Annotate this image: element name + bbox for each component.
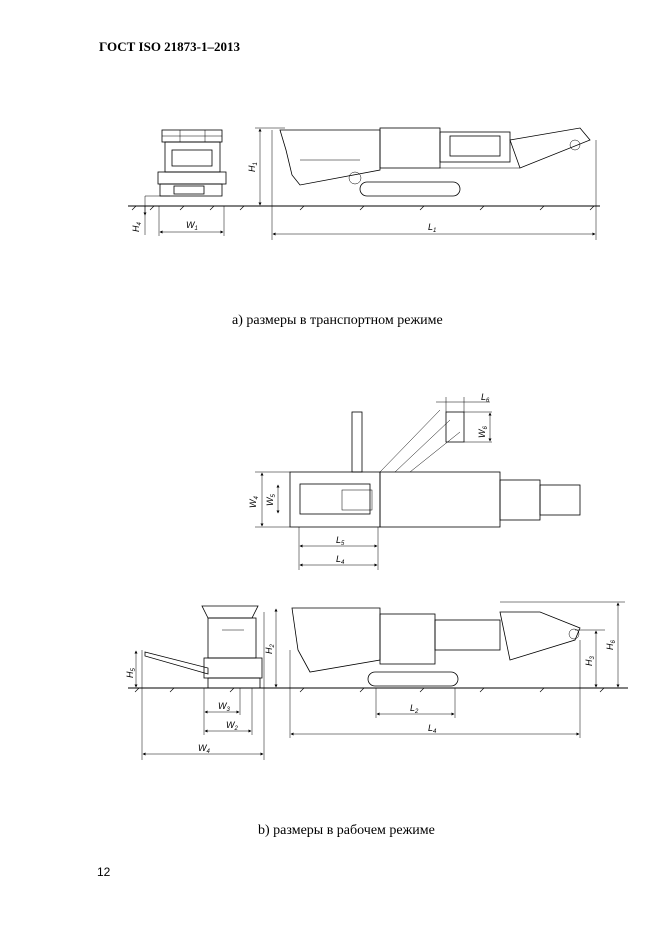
figure-b-elevation-labels: H5 H2 W3 W2 W4 L2 L4 H3 H6 [125, 640, 617, 756]
front-view-machine [157, 129, 227, 197]
figure-a-drawing [128, 127, 600, 240]
figure-b-caption: b) размеры в рабочем режиме [258, 823, 435, 838]
dim-label-W1: W1 [186, 220, 198, 232]
figure-a-caption: a) размеры в транспортном режиме [232, 313, 443, 328]
dim-label-L6: L6 [481, 392, 490, 404]
figure-a-labels: H4 W1 H1 L1 [131, 162, 436, 234]
figure-b-elevation [128, 601, 628, 760]
document-header: ГОСТ ISO 21873-1–2013 [99, 39, 241, 54]
dim-label-H5: H5 [125, 668, 137, 679]
page-number: 12 [97, 865, 111, 879]
dim-label-W4: W4 [198, 743, 211, 755]
dim-label-L5: L5 [336, 535, 345, 547]
dim-label-H6: H6 [605, 640, 617, 651]
dim-label-H2: H2 [264, 644, 276, 655]
dim-label-W3: W3 [218, 701, 231, 713]
dim-label-L4: L4 [428, 723, 437, 735]
dim-label-H3: H3 [584, 656, 596, 667]
dim-label-W5: W5 [265, 494, 277, 507]
dim-label-L2: L2 [410, 703, 419, 715]
dim-label-L4-plan: L4 [336, 554, 345, 566]
dim-label-H1: H1 [247, 162, 259, 172]
dim-label-W4-plan: W4 [248, 496, 260, 509]
figure-b-plan-view [255, 397, 581, 570]
dim-label-L1: L1 [428, 222, 436, 234]
figure-b-plan-labels: L6 W6 W4 W5 L5 L4 [248, 392, 490, 566]
dim-label-W2: W2 [226, 720, 239, 732]
side-view-machine [279, 127, 591, 197]
dim-label-H4: H4 [131, 222, 143, 233]
dim-label-W6: W6 [477, 426, 489, 439]
